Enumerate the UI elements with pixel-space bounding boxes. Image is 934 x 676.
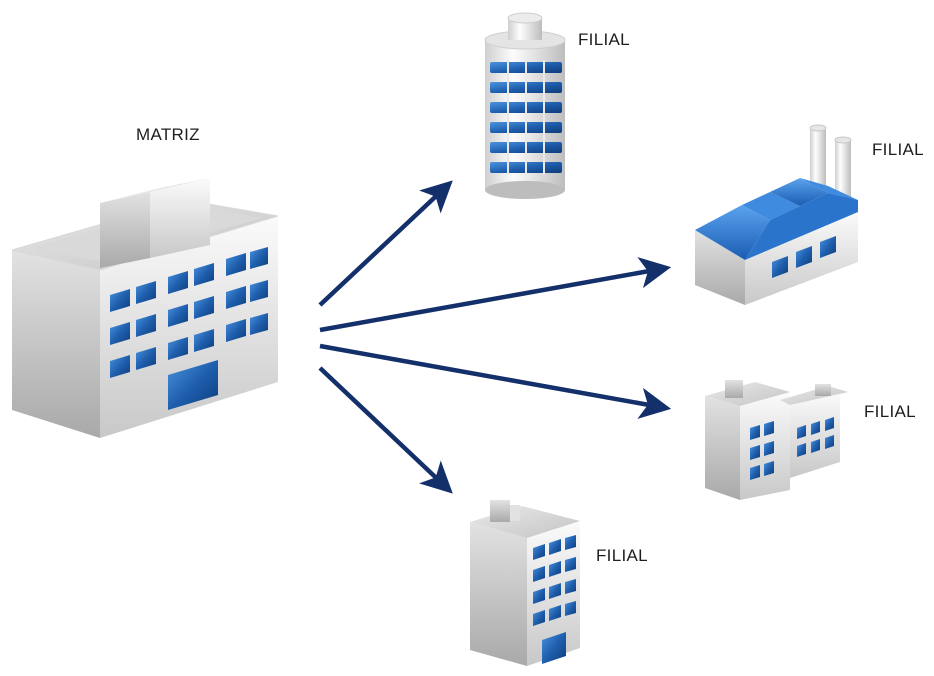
headquarters-building-icon [11,178,279,438]
branch-label-factory: FILIAL [872,140,924,159]
cylindrical-tower-icon [484,12,566,199]
office-building-icon [470,500,580,666]
factory-icon [695,124,858,305]
office-complex-icon [705,380,848,500]
arrow-to-tower [318,180,453,307]
arrow-to-office-building [318,366,453,494]
arrow-to-office-complex [319,343,672,419]
branch-label-office-complex: FILIAL [864,402,916,421]
hq-label: MATRIZ [136,125,200,144]
branch-label-office-building: FILIAL [596,546,648,565]
arrows [318,180,672,494]
arrow-to-factory [319,257,672,333]
branch-label-tower: FILIAL [578,30,630,49]
